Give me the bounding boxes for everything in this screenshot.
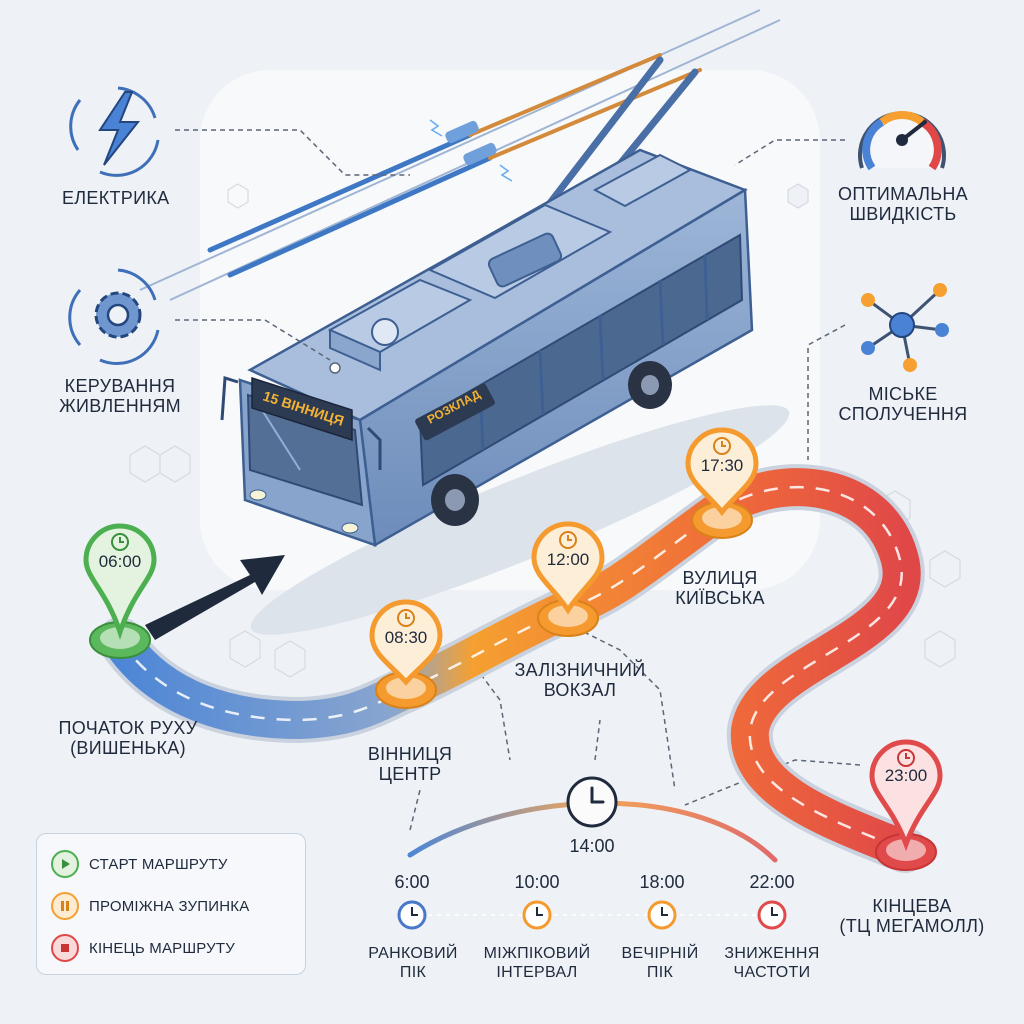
- timeline-label-1-line2: ІНТЕРВАЛ: [496, 964, 578, 981]
- timeline-time-1: 10:00: [514, 872, 560, 892]
- timeline-label-0-line1: РАНКОВИЙ: [368, 945, 458, 962]
- feature-city-connection-label: МІСЬКЕ СПОЛУЧЕННЯ: [818, 384, 988, 424]
- timeline-label-3-line1: ЗНИЖЕННЯ: [724, 945, 820, 962]
- stop-end-line1: КІНЦЕВА: [872, 896, 952, 916]
- stop-start-line2: (ВИШЕНЬКА): [70, 738, 186, 758]
- stop-start-line1: ПОЧАТОК РУХУ: [58, 718, 198, 738]
- gear-icon: [68, 268, 160, 366]
- pin-time-kyivska: 17:30: [700, 456, 744, 475]
- stop-pin-4: [869, 739, 943, 871]
- stop-name-kyivska: ВУЛИЦЯ КИЇВСЬКА: [650, 568, 790, 608]
- legend: СТАРТ МАРШРУТУ ПРОМІЖНА ЗУПИНКА КІНЕЦЬ М…: [36, 833, 306, 975]
- timeline-label-1: МІЖПІКОВИЙ ІНТЕРВАЛ: [472, 944, 602, 982]
- feature-optimal-speed-label: ОПТИМАЛЬНА ШВИДКІСТЬ: [818, 184, 988, 224]
- pin-time-end: 23:00: [884, 766, 928, 785]
- stop-name-station: ЗАЛІЗНИЧНИЙ ВОКЗАЛ: [500, 660, 660, 700]
- clock-icon: [713, 437, 731, 455]
- timeline-label-3: ЗНИЖЕННЯ ЧАСТОТИ: [712, 944, 832, 982]
- clock-icon: [897, 749, 915, 767]
- stop-pin-1: [369, 599, 443, 709]
- legend-item-start: СТАРТ МАРШРУТУ: [51, 850, 228, 878]
- stop-station-line2: ВОКЗАЛ: [543, 680, 617, 700]
- stop-center-line2: ЦЕНТР: [378, 764, 442, 784]
- pin-time-start: 06:00: [98, 552, 142, 571]
- stop-pin-2: [531, 521, 605, 637]
- stop-station-line1: ЗАЛІЗНИЧНИЙ: [514, 660, 646, 680]
- timeline-time-2: 18:00: [639, 872, 685, 892]
- stop-icon: [53, 936, 77, 960]
- direction-arrow: [145, 555, 285, 640]
- clock-icon: [559, 531, 577, 549]
- lightning-icon: [69, 86, 160, 177]
- timeline-label-2-line2: ПІК: [646, 964, 674, 981]
- timeline-clock-icon-3: [757, 900, 787, 930]
- stop-end-line2: (ТЦ МЕГАМОЛЛ): [839, 916, 985, 936]
- arc-center-time: 14:00: [569, 836, 615, 856]
- legend-end-dot: [51, 934, 79, 962]
- timeline-time-0: 6:00: [394, 872, 430, 892]
- legend-start-dot: [51, 850, 79, 878]
- network-icon: [861, 283, 949, 372]
- feature-power-control-label: КЕРУВАННЯ ЖИВЛЕННЯМ: [40, 376, 200, 416]
- stop-name-center: ВІННИЦЯ ЦЕНТР: [350, 744, 470, 784]
- clock-icon: [397, 609, 415, 627]
- legend-item-intermediate: ПРОМІЖНА ЗУПИНКА: [51, 892, 249, 920]
- optimal-speed-line1: ОПТИМАЛЬНА: [838, 184, 968, 204]
- stop-pin-3: [685, 427, 759, 539]
- timeline-time-3: 22:00: [749, 872, 795, 892]
- power-control-line2: ЖИВЛЕННЯМ: [59, 396, 181, 416]
- stop-name-end: КІНЦЕВА (ТЦ МЕГАМОЛЛ): [822, 896, 1002, 936]
- leader-lines: [175, 129, 861, 831]
- stop-name-start: ПОЧАТОК РУХУ (ВИШЕНЬКА): [28, 718, 228, 758]
- arc-clock-icon: [566, 776, 618, 828]
- legend-item-end: КІНЕЦЬ МАРШРУТУ: [51, 934, 235, 962]
- trolleybus: [220, 56, 790, 635]
- route-dashes: [118, 485, 906, 852]
- pin-time-station: 12:00: [546, 550, 590, 569]
- clock-icon: [111, 533, 129, 551]
- timeline-clock-icon-0: [397, 900, 427, 930]
- timeline-label-2: ВЕЧІРНІЙ ПІК: [605, 944, 715, 982]
- legend-end-label: КІНЕЦЬ МАРШРУТУ: [89, 939, 235, 957]
- timeline-label-0: РАНКОВИЙ ПІК: [358, 944, 468, 982]
- city-connection-line2: СПОЛУЧЕННЯ: [838, 404, 968, 424]
- timeline-label-0-line2: ПІК: [399, 964, 427, 981]
- timeline-clock-icon-1: [522, 900, 552, 930]
- legend-intermediate-dot: [51, 892, 79, 920]
- speedometer-icon: [858, 110, 946, 171]
- legend-intermediate-label: ПРОМІЖНА ЗУПИНКА: [89, 897, 250, 915]
- pin-time-center: 08:30: [384, 628, 428, 647]
- overhead-wires: [139, 9, 781, 301]
- stop-kyivska-line1: ВУЛИЦЯ: [682, 568, 758, 588]
- timeline-label-1-line1: МІЖПІКОВИЙ: [483, 945, 591, 962]
- stop-kyivska-line2: КИЇВСЬКА: [675, 588, 765, 608]
- stop-center-line1: ВІННИЦЯ: [367, 744, 453, 764]
- timeline-label-2-line1: ВЕЧІРНІЙ: [621, 945, 699, 962]
- timeline-label-3-line2: ЧАСТОТИ: [733, 964, 811, 981]
- power-control-line1: КЕРУВАННЯ: [64, 376, 176, 396]
- city-connection-line1: МІСЬКЕ: [868, 384, 938, 404]
- timeline-clocks: [397, 900, 787, 930]
- pause-icon: [53, 894, 77, 918]
- play-icon: [53, 852, 77, 876]
- feature-electric-label: ЕЛЕКТРИКА: [62, 188, 170, 208]
- legend-start-label: СТАРТ МАРШРУТУ: [89, 855, 228, 873]
- stop-pins: [83, 427, 943, 871]
- optimal-speed-line2: ШВИДКІСТЬ: [849, 204, 957, 224]
- timeline-clock-icon-2: [647, 900, 677, 930]
- stop-pin-0: [83, 523, 157, 659]
